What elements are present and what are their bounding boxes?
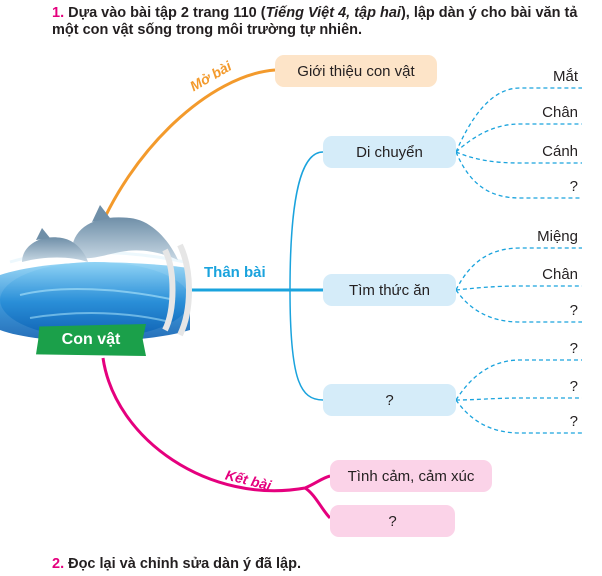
conclusion-box-2: ? — [330, 505, 455, 537]
leaf-chan-1: Chân — [542, 104, 578, 121]
leaf-line-mieng — [455, 247, 582, 291]
instruction-1-number: 1. — [52, 5, 65, 21]
leaf-line-q4 — [455, 397, 582, 401]
instruction-1: 1.Dựa vào bài tập 2 trang 110 (Tiếng Việ… — [52, 5, 600, 39]
intro-branch-line — [93, 68, 276, 241]
leaf-mieng: Miệng — [537, 228, 578, 245]
instruction-2-number: 2. — [52, 556, 65, 572]
dolphin-illustration — [0, 205, 190, 342]
conclusion-branch-fork — [304, 486, 332, 520]
leaf-line-q3 — [455, 359, 582, 401]
instruction-1-text-start: Dựa vào bài tập 2 trang 110 ( — [68, 5, 266, 21]
leaf-canh: Cánh — [542, 143, 578, 160]
leaf-line-q2 — [455, 289, 582, 323]
body-sub-box-1: Di chuyển — [323, 136, 456, 168]
leaf-question-2: ? — [569, 302, 578, 319]
leaf-mat: Mắt — [552, 68, 578, 85]
conclusion-box-1: Tình cảm, cảm xúc — [330, 460, 492, 492]
leaf-question-3: ? — [569, 340, 578, 357]
leaf-question-4: ? — [569, 378, 578, 395]
instruction-2: 2.Đọc lại và chỉnh sửa dàn ý đã lập. — [52, 556, 301, 573]
leaf-chan-2: Chân — [542, 266, 578, 283]
leaf-line-chan-1 — [455, 123, 582, 153]
conclusion-branch-line — [101, 357, 331, 493]
body-sub-box-3: ? — [323, 384, 456, 416]
intro-box: Giới thiệu con vật — [275, 55, 437, 87]
instruction-1-text-end: ), lập dàn ý cho bài văn tả một con vật … — [52, 5, 578, 38]
instruction-2-text: Đọc lại và chỉnh sửa dàn ý đã lập. — [68, 556, 301, 572]
body-sub-box-2: Tìm thức ăn — [323, 274, 456, 306]
body-sub-branch-3 — [289, 289, 324, 401]
leaf-question-1: ? — [569, 178, 578, 195]
leaf-line-chan-2 — [455, 285, 582, 291]
leaf-question-5: ? — [569, 413, 578, 430]
leaf-line-q5 — [455, 399, 582, 434]
instruction-1-book-title: Tiếng Việt 4, tập hai — [265, 5, 401, 21]
watermark — [162, 243, 192, 337]
leaf-line-canh — [455, 151, 582, 164]
body-sub-branch-1 — [289, 151, 324, 291]
leaf-line-mat — [455, 87, 582, 153]
center-node: Con vật — [36, 324, 146, 356]
body-label: Thân bài — [204, 264, 266, 281]
